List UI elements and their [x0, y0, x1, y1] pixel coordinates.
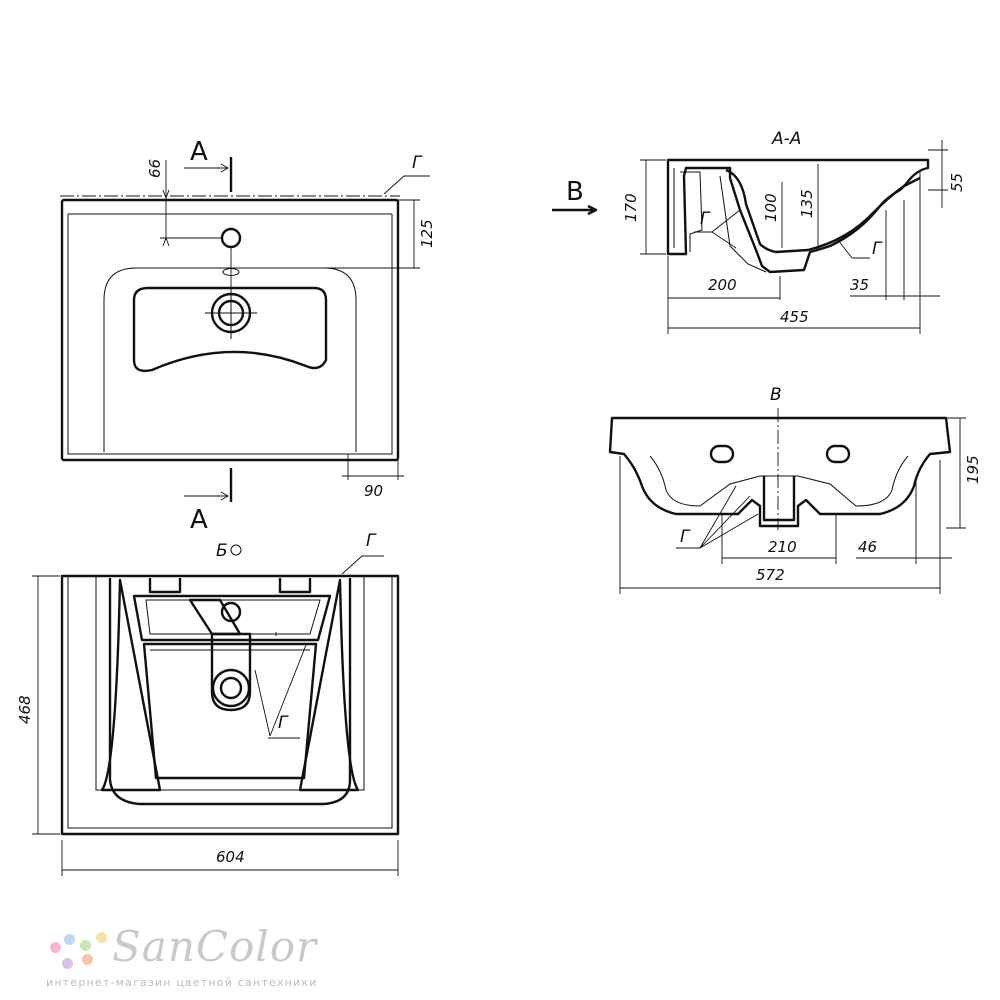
view-v-title: В — [770, 385, 782, 405]
dim-bottom-width: 604 — [216, 848, 245, 866]
logo-dot — [62, 958, 73, 969]
dim-v-drain-width: 210 — [768, 538, 797, 556]
callout-view-v: Г — [680, 527, 691, 547]
dim-aa-front-edge: 35 — [850, 276, 869, 294]
dim-v-width: 572 — [756, 566, 785, 584]
bottom-view-title: Б — [216, 541, 228, 561]
logo-dot — [96, 932, 107, 943]
dim-bottom-height: 468 — [16, 695, 34, 724]
logo-wordmark: SanColor — [112, 922, 317, 971]
logo-dot — [80, 940, 91, 951]
dim-side-edge: 90 — [364, 482, 383, 500]
dim-aa-depth: 455 — [780, 308, 809, 326]
dim-tap-offset: 66 — [146, 159, 164, 178]
dim-aa-inner-depth: 100 — [762, 193, 780, 222]
dim-tap-depth: 125 — [418, 219, 436, 248]
callout-top-view: Г — [412, 153, 423, 173]
section-mark-top: A — [190, 137, 208, 167]
dim-aa-rim: 55 — [948, 173, 966, 192]
dim-aa-bowl-depth: 135 — [798, 189, 816, 218]
logo-dot — [64, 934, 75, 945]
logo-tagline: интернет-магазин цветной сантехники — [46, 976, 318, 989]
top-view: A A 66 125 90 Г — [60, 137, 436, 535]
callout-bottom-top: Г — [366, 531, 377, 551]
section-aa: А-А В 170 135 100 55 455 200 35 Г Г — [552, 129, 966, 334]
logo-dot — [50, 942, 61, 953]
section-aa-title: А-А — [771, 129, 801, 149]
dim-v-edge: 46 — [858, 538, 877, 556]
callout-aa-left: Г — [700, 209, 711, 229]
callout-bottom-inner: Г — [278, 713, 289, 733]
dim-aa-drain-pos: 200 — [708, 276, 737, 294]
dim-v-height: 195 — [964, 455, 982, 484]
logo-dot — [82, 954, 93, 965]
view-arrow-label: В — [566, 177, 584, 207]
section-mark-bottom: A — [190, 505, 208, 535]
view-v: В 195 210 46 572 Г — [608, 385, 982, 594]
bottom-view: Б 468 604 Г Г — [16, 531, 400, 876]
callout-aa-right: Г — [872, 239, 883, 259]
logo-name: SanColor — [112, 922, 318, 971]
dim-aa-height: 170 — [622, 193, 640, 222]
